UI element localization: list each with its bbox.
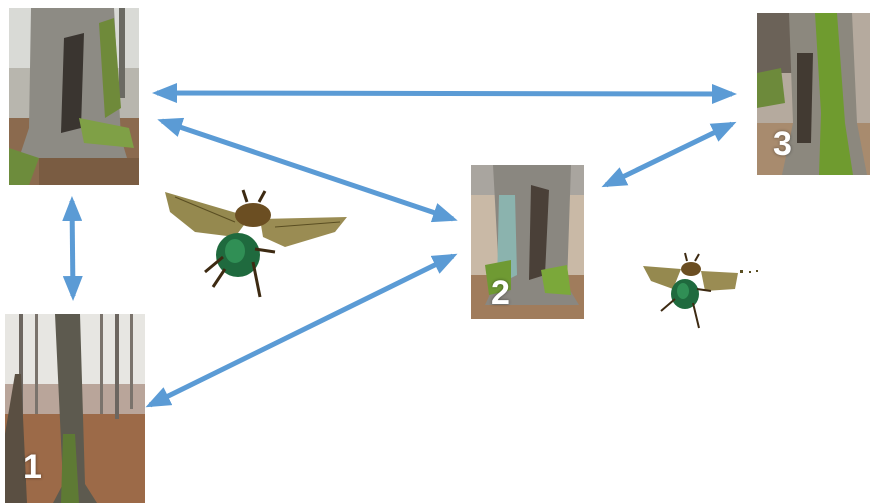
beetle-large-icon [165, 187, 347, 302]
tree-label-2: 2 [491, 276, 510, 310]
tree-photo-top-left [9, 8, 139, 185]
tree-photo-2 [471, 165, 584, 319]
beetle-small-icon [643, 251, 759, 329]
tree-label-3: 3 [773, 127, 792, 161]
arrow-tree2-tree3 [606, 124, 732, 185]
arrow-topleft-tree3 [157, 93, 732, 94]
tree-label-1: 1 [23, 450, 42, 484]
arrow-topleft-tree1 [72, 201, 73, 296]
